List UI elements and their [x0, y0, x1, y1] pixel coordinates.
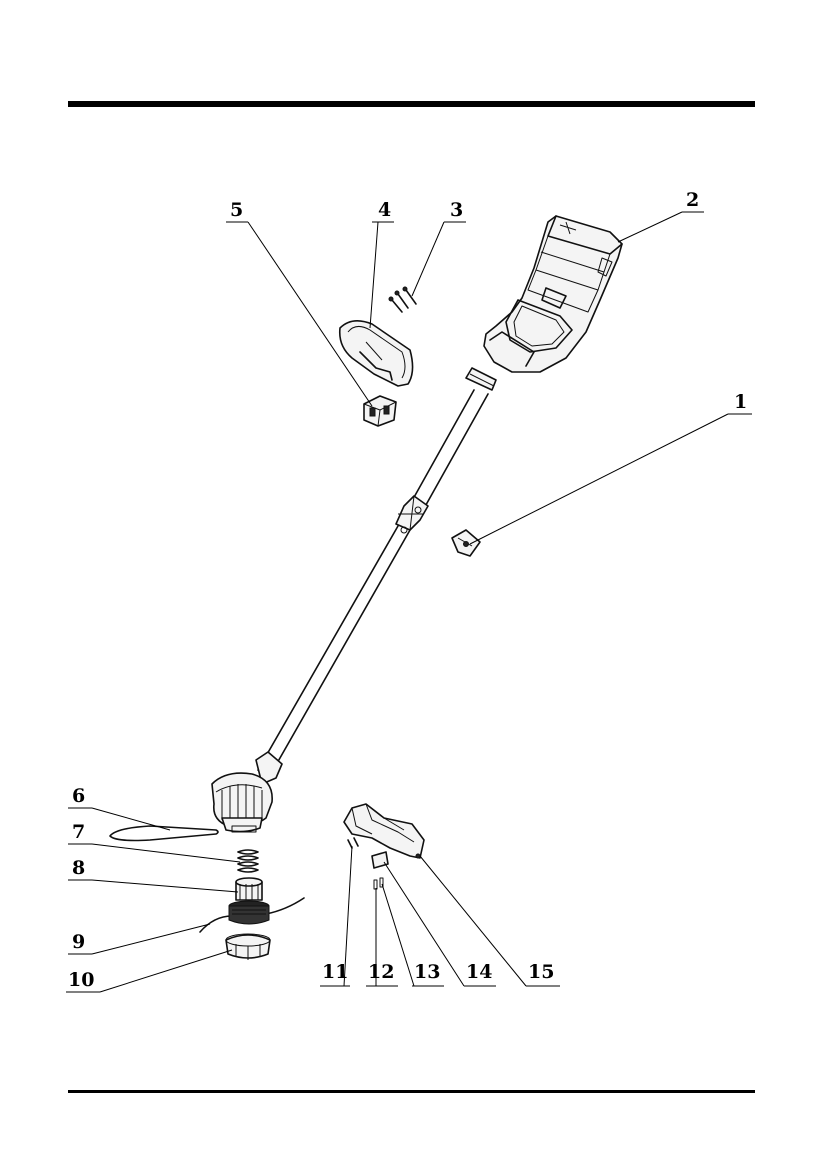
part-8-spool-core [236, 878, 262, 900]
callout-12: 12 [366, 888, 398, 986]
part-1-clip [452, 530, 480, 556]
part-12-13-pins [374, 878, 383, 889]
callout-11: 11 [320, 846, 352, 986]
trimmer-shaft [258, 368, 496, 772]
callout-7: 7 [68, 821, 240, 862]
part-15-lower-guard [344, 804, 424, 858]
callout-number: 13 [414, 961, 440, 983]
callout-number: 12 [368, 961, 394, 983]
callout-number: 1 [734, 391, 747, 413]
callout-number: 10 [68, 969, 94, 991]
callout-number: 2 [686, 189, 699, 211]
callout-number: 8 [72, 857, 85, 879]
callout-2: 2 [618, 189, 704, 242]
callout-number: 7 [72, 821, 85, 843]
callout-8: 8 [68, 857, 238, 892]
callout-number: 6 [72, 785, 85, 807]
callout-3: 3 [412, 199, 466, 296]
callout-number: 4 [378, 199, 391, 221]
bottom-rule [68, 1090, 755, 1093]
callout-4: 4 [370, 199, 394, 328]
part-3-screws [389, 287, 416, 312]
callout-9: 9 [68, 924, 210, 954]
callout-number: 9 [72, 931, 85, 953]
callout-number: 15 [528, 961, 554, 983]
part-10-spool-cover [226, 934, 270, 960]
top-rule [68, 101, 755, 107]
part-2-motor-housing [484, 216, 622, 372]
part-7-spring [238, 850, 258, 872]
callout-5: 5 [226, 199, 372, 406]
part-9-line-spool [200, 898, 304, 932]
part-14-blade-plate [372, 852, 388, 868]
trimmer-motor-head [212, 752, 282, 832]
callout-number: 14 [466, 961, 492, 983]
callout-number: 5 [230, 199, 243, 221]
callout-10: 10 [66, 950, 232, 992]
callout-1: 1 [470, 391, 752, 544]
part-4-guard [340, 321, 413, 386]
part-11-screws [348, 838, 358, 848]
callout-number: 3 [450, 199, 463, 221]
